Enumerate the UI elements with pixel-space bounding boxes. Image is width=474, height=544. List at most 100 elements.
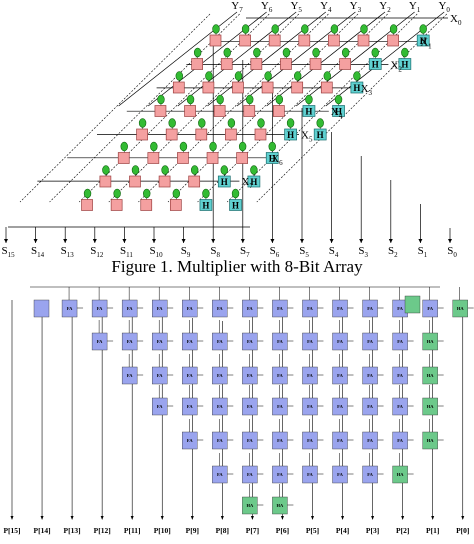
full-adder-text: FA — [247, 306, 253, 311]
full-adder-cell — [242, 465, 258, 484]
full-adder-cell — [320, 81, 333, 94]
and-gate — [102, 165, 110, 175]
and-gate — [316, 118, 324, 128]
p-output-arrow — [371, 516, 375, 520]
full-adder-cell — [309, 58, 322, 70]
p-label: P[0] — [456, 526, 469, 535]
full-adder-cell — [272, 397, 288, 416]
p-label: P[9] — [186, 526, 199, 535]
full-adder-text: FA — [247, 472, 253, 477]
and-gate — [223, 47, 231, 58]
s-label-letter: S — [31, 245, 37, 257]
full-adder-cell — [151, 366, 168, 385]
p-output-arrow — [160, 516, 164, 520]
full-adder-text: FA — [157, 339, 163, 344]
and-gate — [268, 141, 276, 152]
full-adder-cell — [332, 299, 348, 318]
full-adder-cell — [298, 34, 311, 47]
full-adder-cell — [250, 58, 263, 70]
y-label: Y1 — [409, 0, 421, 14]
s-label-subscript: 10 — [156, 251, 164, 259]
full-adder-text: FA — [277, 404, 283, 409]
and-gate — [275, 94, 284, 105]
full-adder-cell — [212, 431, 228, 450]
full-adder-cell — [91, 299, 108, 318]
full-adder-cell — [61, 299, 78, 318]
and-gate — [234, 71, 243, 81]
full-adder-cell — [242, 366, 258, 385]
full-adder-cell — [422, 299, 438, 318]
half-adder-cell — [350, 81, 364, 94]
full-adder-cell — [121, 332, 138, 351]
s-label-letter: S — [149, 245, 155, 257]
full-adder-text: FA — [277, 306, 283, 311]
full-adder-text: FA — [217, 373, 223, 378]
full-adder-text: FA — [397, 306, 403, 311]
s-label: S0 — [447, 245, 457, 259]
diagonal-wire — [167, 13, 359, 203]
s-output-arrow — [4, 239, 8, 243]
full-adder-cell — [280, 58, 292, 70]
full-adder-text: FA — [397, 438, 403, 443]
x-label: X2 — [390, 60, 402, 74]
full-adder-cell — [392, 431, 408, 450]
full-adder-cell — [332, 397, 348, 416]
y-label: Y0 — [438, 0, 450, 14]
and-gate — [202, 188, 210, 199]
full-adder-cell — [165, 128, 178, 141]
and-gate — [389, 24, 398, 34]
half-adder-cell — [398, 58, 412, 70]
p-output-arrow — [70, 516, 74, 520]
and-gate — [286, 118, 295, 128]
x-label-subscript: 7 — [249, 182, 253, 190]
half-adder-cell — [229, 199, 242, 211]
full-adder-text: FA — [367, 339, 373, 344]
full-adder-cell — [212, 299, 228, 318]
full-adder-text: FA — [337, 339, 343, 344]
full-adder-cell — [182, 366, 198, 385]
full-adder-cell — [243, 105, 256, 117]
full-adder-text: FA — [187, 306, 193, 311]
full-adder-text: FA — [337, 404, 343, 409]
x-label-letter: X — [271, 153, 279, 165]
x-label-subscript: 0 — [458, 19, 462, 27]
s-output-arrow — [240, 239, 245, 243]
full-adder-cell — [272, 431, 288, 450]
and-gate — [157, 94, 165, 105]
and-gate — [330, 24, 339, 34]
half-adder-cell — [247, 175, 261, 188]
and-gate — [334, 94, 343, 105]
full-adder-text: FA — [127, 306, 133, 311]
y-label-subscript: 7 — [239, 6, 243, 14]
p-label: P[15] — [3, 526, 20, 535]
full-adder-cell — [129, 175, 141, 188]
full-adder-text: FA — [157, 404, 163, 409]
s-label: S6 — [270, 245, 280, 259]
and-gate — [190, 165, 199, 175]
p-output-arrow — [190, 516, 194, 520]
half-adder-text: H — [269, 154, 276, 164]
and-gate — [305, 94, 313, 105]
diagonal-wire — [49, 13, 240, 203]
s-label-letter: S — [299, 245, 305, 257]
full-adder-cell — [81, 199, 93, 211]
full-adder-text: FA — [157, 306, 163, 311]
p-output-arrow — [130, 516, 134, 520]
half-adder-text: H — [221, 177, 228, 187]
half-adder-cell — [242, 496, 258, 515]
p-label: P[10] — [154, 526, 171, 535]
s-output-arrow — [92, 239, 97, 243]
full-adder-cell — [136, 128, 148, 141]
s-label-subscript: 0 — [453, 251, 457, 259]
full-adder-text: FA — [367, 306, 373, 311]
full-adder-cell — [272, 105, 285, 117]
p-label: P[2] — [396, 526, 409, 535]
s-label-letter: S — [418, 245, 424, 257]
and-gate — [161, 165, 169, 175]
full-adder-cell — [117, 152, 130, 164]
and-gate — [238, 141, 247, 152]
s-label: S3 — [358, 245, 368, 259]
